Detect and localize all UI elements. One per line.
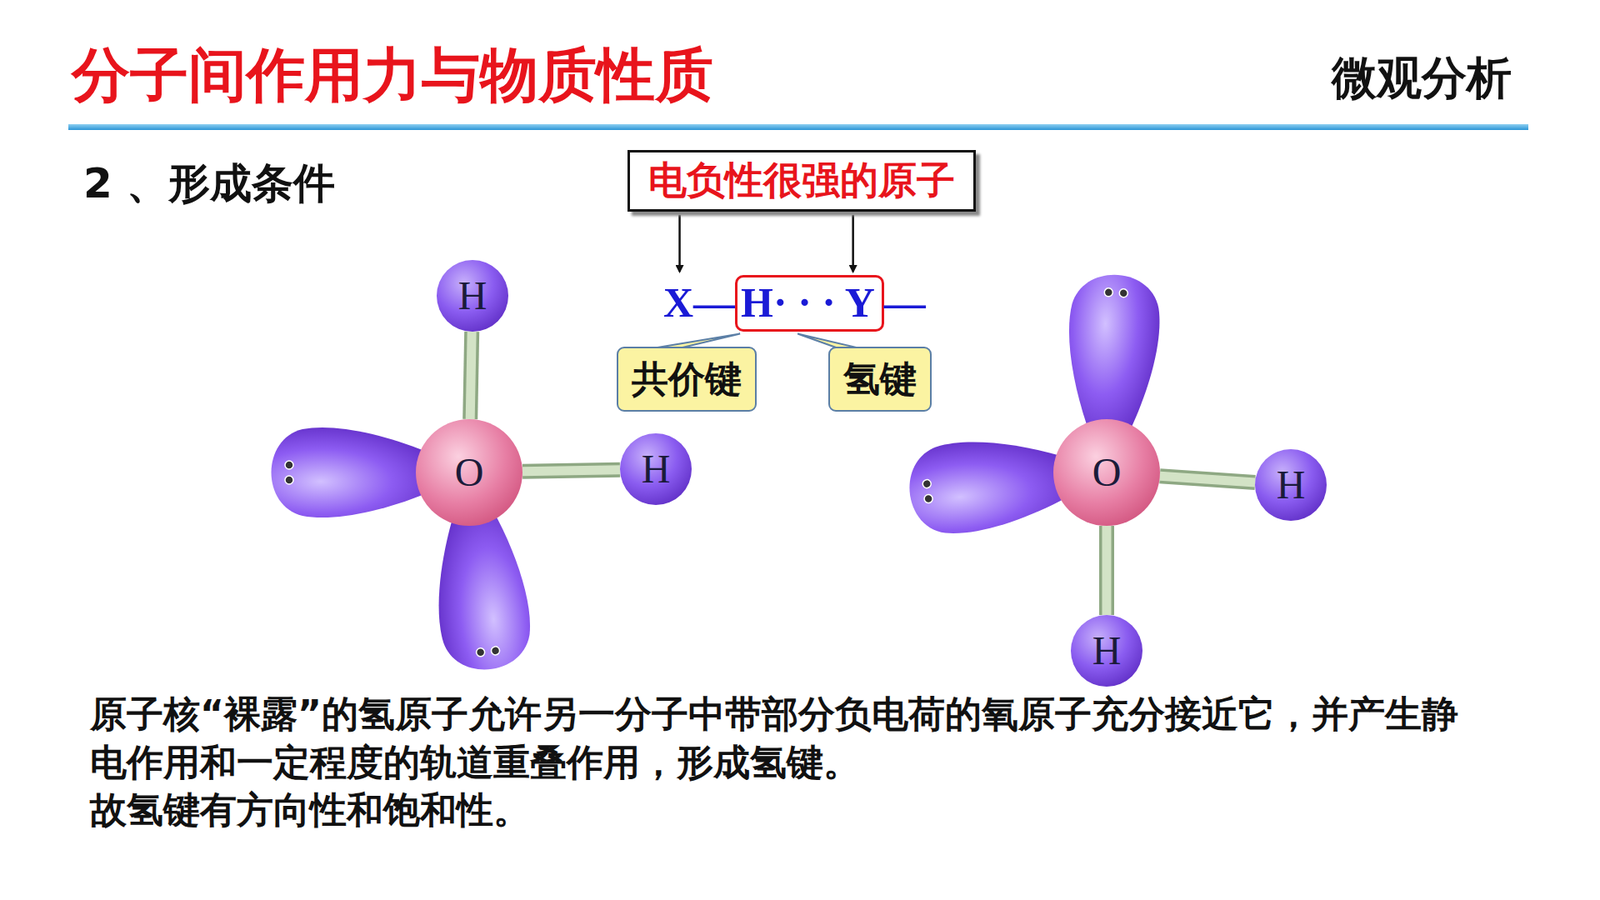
node-text: 共价键 [631, 353, 742, 405]
hydrogen-atom: H [436, 260, 509, 332]
atom-symbol: H [458, 275, 488, 316]
bond-connector [1160, 475, 1255, 483]
bond-core [1160, 475, 1255, 483]
slide-title: 分子间作用力与物质性质 [71, 40, 714, 110]
definition-box: 电负性很强的原子 [627, 150, 976, 212]
title-rule [68, 124, 1529, 130]
atom-symbol: O [1092, 452, 1122, 493]
formula-text: — [884, 279, 926, 328]
bond-connector [470, 331, 472, 420]
body-text: 原子核“裸露”的氢原子允许另一分子中带部分负电荷的氧原子充分接近它，并产生静电作… [90, 690, 1490, 787]
bond-core [470, 331, 472, 420]
oxygen-atom: O [415, 419, 523, 526]
bond-edge [1099, 525, 1115, 615]
body-text: 故氢键有方向性和饱和性。 [90, 785, 1490, 835]
bond-connector [1106, 525, 1108, 615]
section-heading: 2 、形成条件 [83, 158, 335, 209]
atom-symbol: H [1276, 465, 1306, 505]
formula-row: X—H· · · Y— [663, 275, 926, 332]
bond-edge [522, 470, 620, 472]
pointer-arrow [851, 215, 855, 272]
atom-symbol: O [455, 452, 485, 493]
callout-box: 共价键 [616, 346, 757, 412]
atom-symbol: H [1092, 630, 1122, 671]
node-text: H· · · Y [740, 279, 875, 328]
bond-edge [1160, 475, 1255, 483]
bond-connector [522, 470, 620, 472]
bond-edge [470, 331, 472, 420]
callout-box: 氢键 [828, 346, 932, 412]
section-tag: 微观分析 [1331, 51, 1512, 106]
formula-text: X— [663, 279, 735, 328]
pointer-arrow [678, 215, 681, 272]
hydrogen-atom: H [1070, 615, 1143, 687]
node-text: 电负性很强的原子 [648, 155, 955, 206]
bond-core [522, 470, 620, 472]
atom-symbol: H [641, 449, 671, 490]
hydrogen-bond-box: H· · · Y [735, 275, 885, 332]
bond-core [1102, 525, 1112, 615]
hydrogen-atom: H [620, 433, 692, 505]
oxygen-atom: O [1053, 419, 1160, 526]
node-text: 氢键 [843, 353, 917, 405]
hydrogen-atom: H [1255, 449, 1327, 521]
